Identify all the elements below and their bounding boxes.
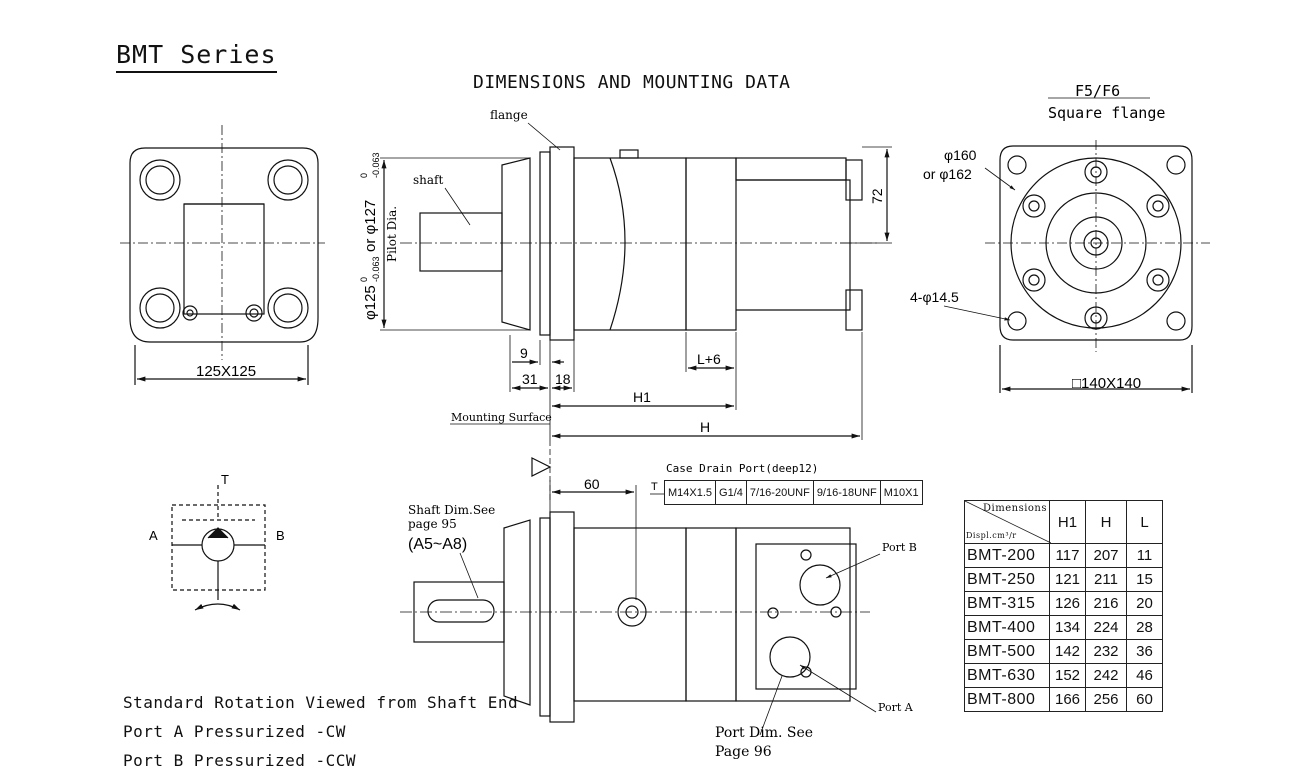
- pilot-dim-tol2-top: 0: [359, 173, 369, 178]
- h-cell: 242: [1085, 663, 1127, 688]
- case-drain-cell: 7/16-20UNF: [745, 480, 814, 505]
- shaft-label: shaft: [413, 173, 443, 187]
- h1-cell: 121: [1049, 567, 1086, 592]
- case-drain-row: M14X1.5 G1/4 7/16-20UNF 9/16-18UNF M10X1: [663, 480, 923, 505]
- col-header-h: H: [1085, 500, 1127, 544]
- h-cell: 232: [1085, 639, 1127, 664]
- l-cell: 20: [1126, 591, 1163, 616]
- l-cell: 15: [1126, 567, 1163, 592]
- flange-type: F5/F6: [1075, 82, 1120, 100]
- l-cell: 60: [1126, 687, 1163, 712]
- h1-cell: 152: [1049, 663, 1086, 688]
- h-cell: 256: [1085, 687, 1127, 712]
- table-row: BMT-400 134 224 28: [964, 615, 1163, 640]
- flange-name: Square flange: [1048, 104, 1165, 122]
- model-cell: BMT-500: [964, 639, 1050, 664]
- corner-top: Dimensions: [983, 503, 1047, 514]
- side-view-top: [380, 122, 892, 500]
- l-cell: 28: [1126, 615, 1163, 640]
- h-cell: 216: [1085, 591, 1127, 616]
- model-cell: BMT-400: [964, 615, 1050, 640]
- dim-31: 31: [522, 371, 538, 387]
- side-view-bottom: [400, 480, 881, 736]
- mounting-surface-label: Mounting Surface: [451, 411, 552, 424]
- table-row: BMT-630 152 242 46: [964, 663, 1163, 688]
- t-label: T: [651, 481, 658, 493]
- dimensions-table: Dimensions Displ.cm³/r H1 H L BMT-200 11…: [964, 500, 1163, 712]
- pilot-dim-tol1-top: 0: [359, 277, 369, 282]
- square-label: □140X140: [1072, 375, 1141, 392]
- pilot-dim-or: or φ127: [362, 200, 379, 252]
- case-drain-table: M14X1.5 G1/4 7/16-20UNF 9/16-18UNF M10X1: [663, 480, 923, 505]
- page-title: DIMENSIONS AND MOUNTING DATA: [473, 72, 791, 93]
- h-cell: 224: [1085, 615, 1127, 640]
- hydraulic-symbol: [171, 485, 266, 611]
- dim-h: H: [700, 419, 710, 435]
- model-cell: BMT-800: [964, 687, 1050, 712]
- table-row: BMT-250 121 211 15: [964, 567, 1163, 592]
- rotation-note-2: Port A Pressurized -CW: [123, 722, 346, 741]
- case-drain-cell: M10X1: [879, 480, 923, 505]
- h-cell: 207: [1085, 543, 1127, 568]
- corner-diagonal: [965, 501, 1051, 543]
- table-row: BMT-315 126 216 20: [964, 591, 1163, 616]
- symbol-a-label: A: [149, 528, 158, 543]
- model-cell: BMT-250: [964, 567, 1050, 592]
- dim-9: 9: [520, 345, 528, 361]
- l-cell: 36: [1126, 639, 1163, 664]
- pilot-dim-tol2-bot: -0.063: [371, 152, 381, 178]
- case-drain-cell: M14X1.5: [663, 480, 717, 505]
- pilot-dia-label: Pilot Dia.: [385, 206, 399, 262]
- phi160-label: φ160: [944, 147, 977, 163]
- model-cell: BMT-315: [964, 591, 1050, 616]
- h1-cell: 117: [1049, 543, 1086, 568]
- rotation-note-1: Standard Rotation Viewed from Shaft End: [123, 693, 519, 712]
- dim-60: 60: [584, 476, 600, 492]
- dim-h1: H1: [633, 389, 651, 405]
- port-a-label: Port A: [878, 701, 914, 714]
- model-cell: BMT-200: [964, 543, 1050, 568]
- col-header-l: L: [1126, 500, 1163, 544]
- h1-cell: 126: [1049, 591, 1086, 616]
- model-cell: BMT-630: [964, 663, 1050, 688]
- port-dim-line2: Page 96: [715, 744, 772, 760]
- shaft-dim-line1: Shaft Dim.See: [408, 503, 495, 517]
- dim-18: 18: [555, 371, 571, 387]
- table-row: BMT-800 166 256 60: [964, 687, 1163, 712]
- port-dim-line1: Port Dim. See: [715, 725, 813, 741]
- shaft-dim-line3: (A5~A8): [408, 536, 467, 553]
- h1-cell: 142: [1049, 639, 1086, 664]
- case-drain-cell: G1/4: [715, 480, 747, 505]
- square-flange-view: [943, 97, 1210, 393]
- case-drain-title: Case Drain Port(deep12): [666, 462, 818, 475]
- table-row: BMT-500 142 232 36: [964, 639, 1163, 664]
- l-cell: 11: [1126, 543, 1163, 568]
- holes-label: 4-φ14.5: [910, 289, 959, 305]
- col-header-h1: H1: [1049, 500, 1086, 544]
- pilot-dim-main: φ125: [362, 285, 379, 320]
- port-b-label: Port B: [882, 541, 917, 554]
- case-drain-cell: 9/16-18UNF: [812, 480, 881, 505]
- dim-72: 72: [869, 188, 885, 204]
- corner-bottom: Displ.cm³/r: [966, 531, 1017, 540]
- table-corner-header: Dimensions Displ.cm³/r: [964, 500, 1051, 544]
- front-view: [120, 125, 325, 385]
- h1-cell: 166: [1049, 687, 1086, 712]
- table-row: BMT-200 117 207 11: [964, 543, 1163, 568]
- phi162-label: or φ162: [923, 166, 972, 182]
- shaft-dim-line2: page 95: [408, 517, 457, 531]
- h-cell: 211: [1085, 567, 1127, 592]
- h1-cell: 134: [1049, 615, 1086, 640]
- symbol-b-label: B: [276, 528, 285, 543]
- front-size-label: 125X125: [196, 363, 256, 380]
- flange-label: flange: [490, 108, 528, 122]
- l-cell: 46: [1126, 663, 1163, 688]
- pilot-dim-tol1-bot: -0.063: [371, 256, 381, 282]
- symbol-t-label: T: [221, 472, 229, 487]
- series-title: BMT Series: [116, 40, 277, 73]
- dim-l6: L+6: [697, 351, 721, 367]
- rotation-note-3: Port B Pressurized -CCW: [123, 751, 357, 770]
